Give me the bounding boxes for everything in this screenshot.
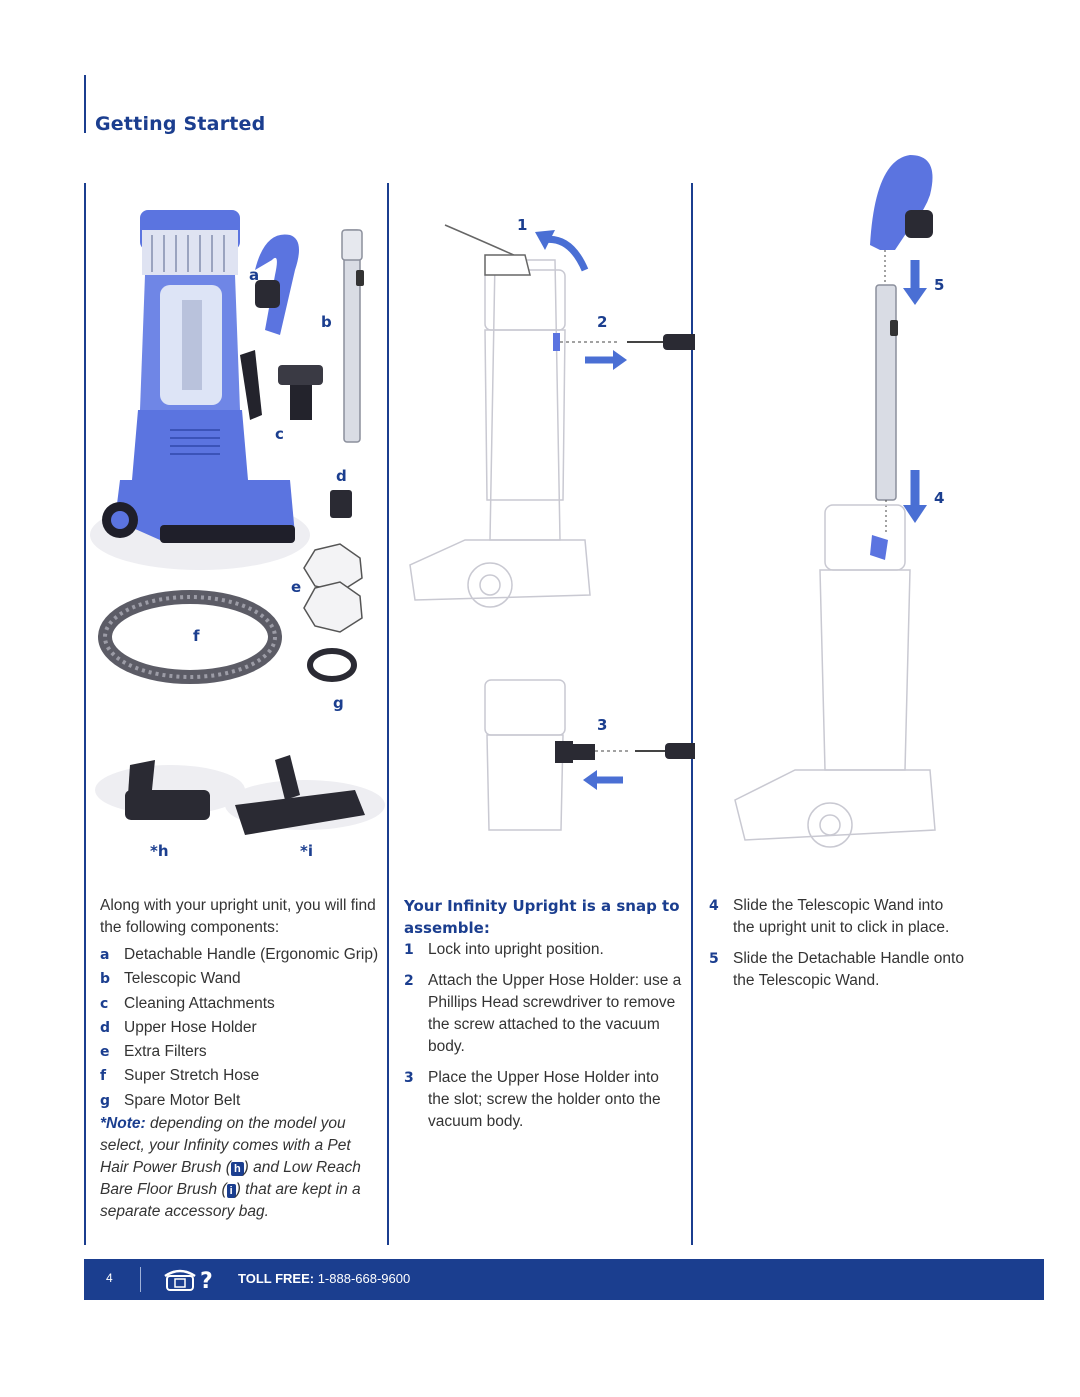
step-label-3: 3 — [597, 716, 608, 734]
telescopic-wand-image-right — [875, 284, 898, 501]
header-rule — [84, 75, 86, 133]
vacuum-outline-image-right — [734, 504, 936, 848]
phone-icon — [164, 1269, 196, 1291]
figure-label-h: *h — [150, 842, 169, 860]
detachable-handle-image-right — [870, 155, 933, 250]
pet-hair-power-brush-image — [95, 760, 245, 820]
footer-bar: 4 ? TOLL FREE: 1-888-668-9600 — [84, 1259, 1044, 1300]
figure-label-i: *i — [300, 842, 313, 860]
vacuum-unit-image — [90, 210, 310, 570]
model-note: *Note: depending on the model you select… — [100, 1115, 361, 1221]
components-intro: Along with your upright unit, you will f… — [100, 897, 376, 936]
column-rule-right — [691, 183, 693, 1245]
vacuum-outline-image-top — [409, 259, 591, 608]
step-label-2: 2 — [597, 313, 608, 331]
figure-label-g: g — [333, 694, 344, 712]
low-reach-bare-floor-brush-image — [225, 755, 385, 835]
spare-motor-belt-image — [307, 648, 357, 682]
figure-label-f: f — [193, 627, 200, 645]
detachable-handle-image — [255, 234, 299, 335]
page-number: 4 — [106, 1271, 113, 1285]
toll-free-text: TOLL FREE: 1-888-668-9600 — [238, 1271, 411, 1286]
cleaning-attachments-image — [240, 350, 323, 420]
assembly-heading: Your Infinity Upright is a snap to assem… — [404, 897, 680, 937]
screwdriver-icon-2 — [635, 743, 695, 759]
column-rule-middle — [387, 183, 389, 1245]
figure-label-e: e — [291, 578, 302, 596]
screwdriver-icon — [627, 334, 695, 350]
column-rule-left — [84, 183, 86, 1245]
step1-arrow-icon — [542, 235, 589, 272]
extra-filters-image — [303, 543, 363, 633]
telescopic-wand-image — [341, 229, 364, 443]
svg-text:?: ? — [200, 1269, 213, 1294]
phone-number: 1-888-668-9600 — [317, 1271, 411, 1286]
figure-label-c: c — [275, 425, 284, 443]
question-icon: ? — [200, 1269, 213, 1294]
vacuum-outline-image-bottom — [484, 679, 566, 831]
footer-divider — [140, 1267, 141, 1292]
assembly-steps-4-5-illustration — [734, 155, 936, 848]
assembly-section: Your Infinity Upright is a snap to assem… — [404, 895, 682, 1142]
components-illustration — [90, 210, 385, 835]
step-label-4: 4 — [934, 489, 945, 507]
upper-hose-holder-image — [330, 490, 352, 518]
assembly-steps-1-3-illustration — [409, 224, 695, 831]
figure-label-a: a — [249, 266, 260, 284]
super-stretch-hose-image — [98, 590, 282, 684]
step-label-1: 1 — [517, 216, 528, 234]
components-section: Along with your upright unit, you will f… — [100, 895, 380, 1223]
figure-label-d: d — [336, 467, 347, 485]
step-label-5: 5 — [934, 276, 945, 294]
figure-label-b: b — [321, 313, 332, 331]
page-title: Getting Started — [95, 113, 266, 135]
